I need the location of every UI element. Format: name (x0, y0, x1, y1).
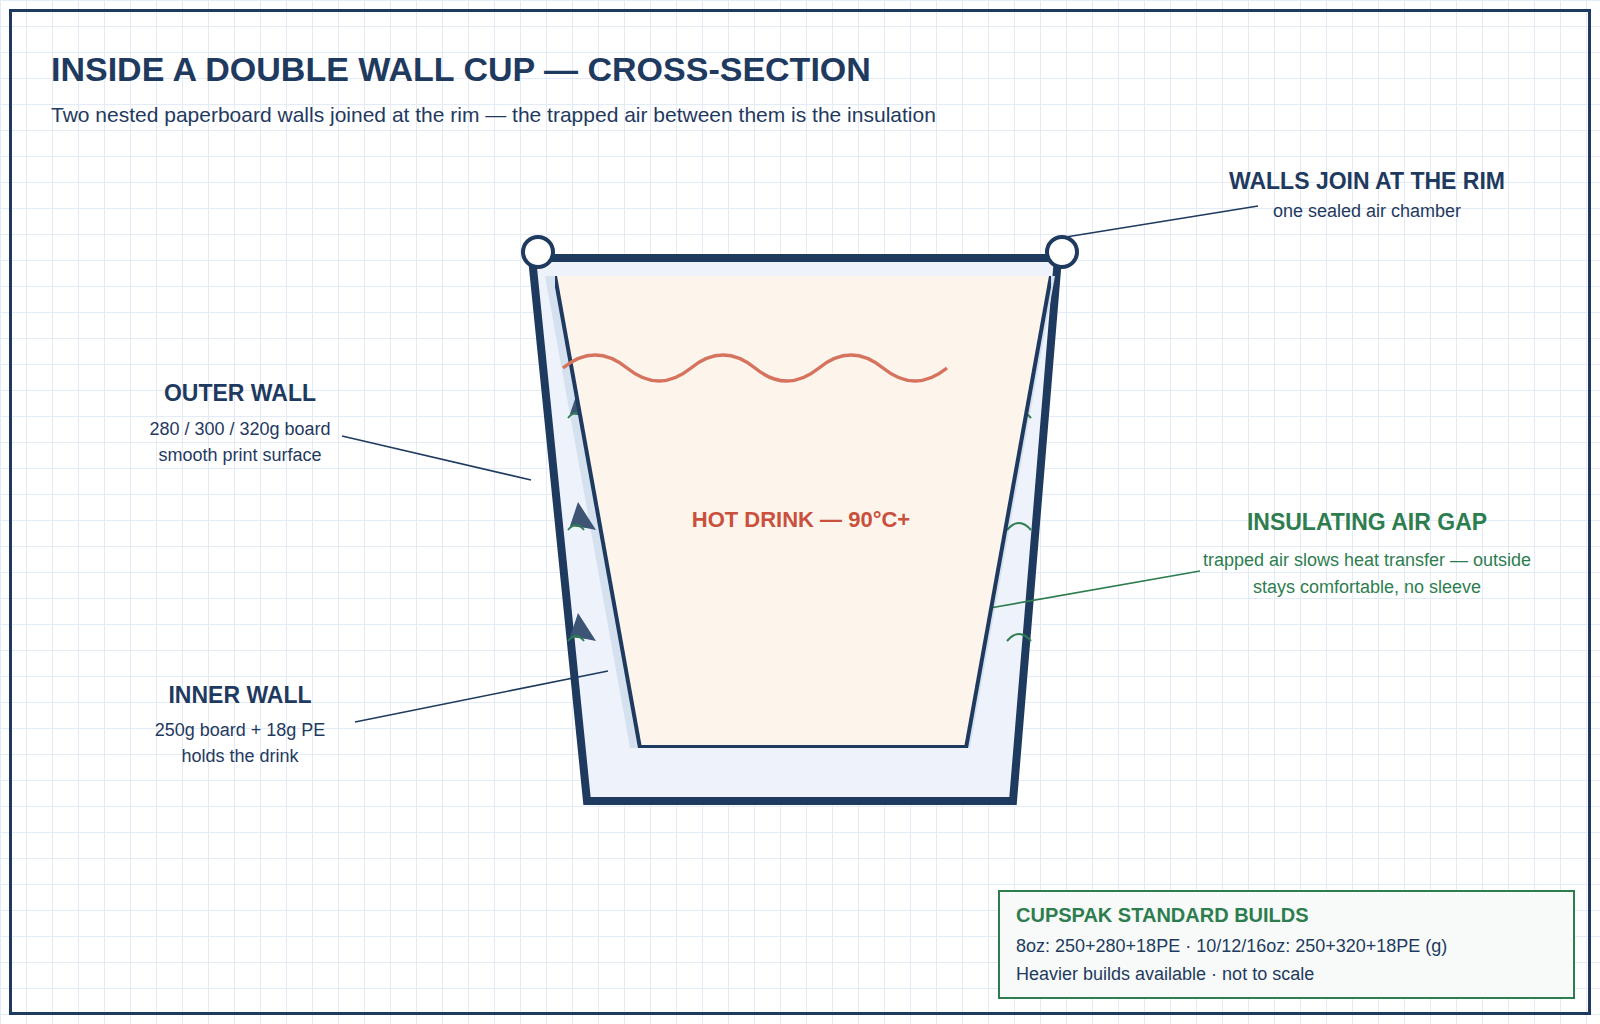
part-note: 280 / 300 / 320g board (149, 419, 330, 440)
leader-line (1066, 206, 1258, 237)
box-text: 8oz: 250+280+18PE · 10/12/16oz: 250+320+… (1016, 936, 1557, 957)
diagram-caption: Two nested paperboard walls joined at th… (51, 103, 936, 127)
part-name: WALLS JOIN AT THE RIM (1229, 168, 1505, 195)
part-name: INSULATING AIR GAP (1247, 509, 1487, 536)
hot-drink: HOT DRINK — 90°C+ (555, 276, 1051, 748)
drink-label: HOT DRINK — 90°C+ (692, 507, 910, 533)
rim-bead (1047, 237, 1077, 267)
rim-bead (523, 237, 553, 267)
diagram-title: INSIDE A DOUBLE WALL CUP — CROSS-SECTION (51, 50, 871, 89)
leader-line (990, 571, 1200, 608)
part-note: one sealed air chamber (1273, 201, 1461, 222)
part-note: holds the drink (181, 746, 298, 767)
leader-line (342, 436, 531, 480)
drink-shape (555, 276, 1051, 748)
surface-wave (563, 355, 947, 381)
inner-base (638, 745, 968, 748)
inner-wall (966, 276, 1051, 748)
builds-box: CUPSPAK STANDARD BUILDS 8oz: 250+280+18PE… (998, 890, 1575, 999)
part-name: INNER WALL (168, 682, 311, 709)
box-heading: CUPSPAK STANDARD BUILDS (1016, 904, 1557, 927)
part-note: smooth print surface (158, 445, 321, 466)
part-note: trapped air slows heat transfer — outsid… (1197, 547, 1537, 601)
leader-line (355, 671, 608, 722)
box-text: Heavier builds available · not to scale (1016, 964, 1557, 985)
outer-wall (532, 258, 1058, 801)
part-note: 250g board + 18g PE (155, 720, 326, 741)
inner-wall (555, 276, 640, 748)
part-name: OUTER WALL (164, 380, 316, 407)
